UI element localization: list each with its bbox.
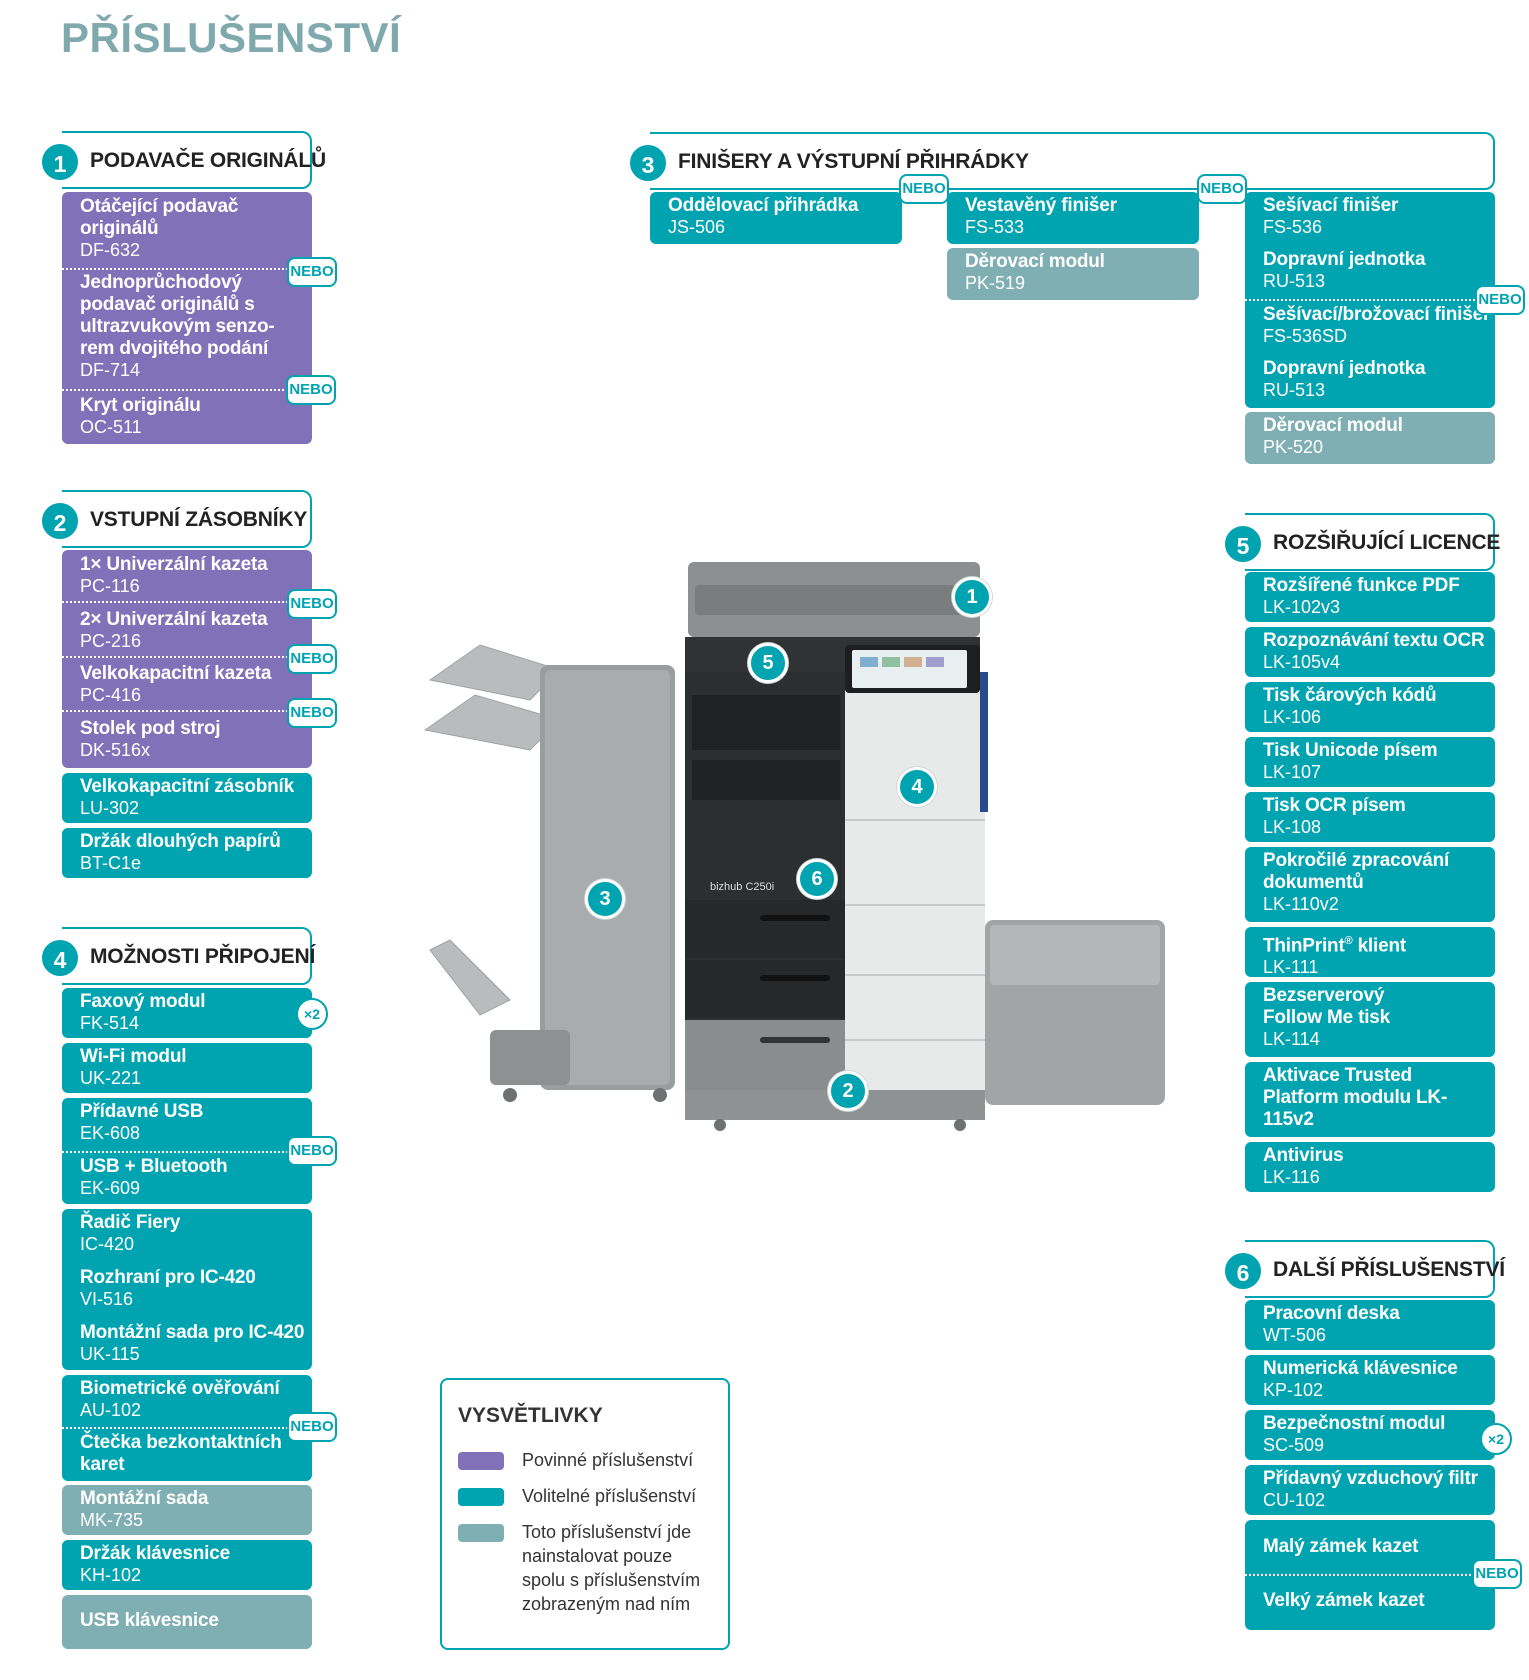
or-badge: NEBO xyxy=(899,174,949,204)
callout-5: 5 xyxy=(748,643,788,683)
section-2-header: 2 VSTUPNÍ ZÁSOBNÍKY xyxy=(40,490,312,548)
callout-4: 4 xyxy=(897,767,937,807)
legend-title: VYSVĚTLIVKY xyxy=(458,1404,603,1427)
callout-1: 1 xyxy=(952,577,992,617)
separator xyxy=(62,268,312,270)
section-5-header: 5 ROZŠIŘUJÍCÍ LICENCE xyxy=(1223,513,1500,571)
section-4-header: 4 MOŽNOSTI PŘIPOJENÍ xyxy=(40,927,316,985)
legend-swatch-mandatory xyxy=(458,1452,504,1470)
callout-6: 6 xyxy=(797,859,837,899)
accessory-item: Kryt originálu OC-511 xyxy=(80,395,201,437)
legend-label: Povinné příslušenství xyxy=(522,1450,694,1470)
or-badge: NEBO xyxy=(287,1136,337,1166)
or-badge: NEBO xyxy=(287,644,337,674)
times-two-badge: ×2 xyxy=(296,998,328,1030)
section-number: 3 xyxy=(628,143,668,183)
separator xyxy=(62,389,312,391)
separator xyxy=(62,1151,312,1153)
usb-keyboard: USB klávesnice xyxy=(62,1595,312,1649)
or-badge: NEBO xyxy=(287,257,337,287)
separator xyxy=(62,710,312,712)
separator xyxy=(1245,299,1495,301)
section-number: 4 xyxy=(40,938,80,978)
callout-2: 2 xyxy=(828,1071,868,1111)
page-title: PŘÍSLUŠENSTVÍ xyxy=(61,14,402,61)
or-badge: NEBO xyxy=(287,698,337,728)
section-title: VSTUPNÍ ZÁSOBNÍKY xyxy=(90,508,308,531)
section-number: 5 xyxy=(1223,524,1263,564)
section-title: PODAVAČE ORIGINÁLŮ xyxy=(90,149,326,172)
section-1-header: 1 PODAVAČE ORIGINÁLŮ xyxy=(40,131,326,189)
times-two-badge: ×2 xyxy=(1480,1423,1512,1455)
section-6-header: 6 DALŠÍ PŘÍSLUŠENSTVÍ xyxy=(1223,1240,1505,1298)
cassette-lock-group: Malý zámek kazet Velký zámek kazet xyxy=(1245,1520,1495,1630)
accessory-item: Otáčející podavač originálů DF-632 xyxy=(80,196,239,260)
separator xyxy=(62,656,312,658)
section-number: 1 xyxy=(40,142,80,182)
separator xyxy=(62,1427,312,1429)
section-title: ROZŠIŘUJÍCÍ LICENCE xyxy=(1273,531,1501,554)
document-feeders-group: Otáčející podavač originálů DF-632 Jedno… xyxy=(62,192,312,444)
separator xyxy=(1245,1574,1495,1576)
legend-label: Toto příslušenství jde nainstalovat pouz… xyxy=(522,1522,701,1614)
section-number: 6 xyxy=(1223,1251,1263,1291)
section-number: 2 xyxy=(40,501,80,541)
legend-label: Volitelné příslušenství xyxy=(522,1486,697,1506)
legend: VYSVĚTLIVKY Povinné příslušenství Volite… xyxy=(440,1378,730,1650)
separator xyxy=(62,601,312,603)
callout-3: 3 xyxy=(585,879,625,919)
section-title: FINIŠERY A VÝSTUPNÍ PŘIHRÁDKY xyxy=(678,150,1029,173)
mfp-illustration: bizhub C250i xyxy=(423,562,1165,1131)
or-badge: NEBO xyxy=(287,589,337,619)
section-title: MOŽNOSTI PŘIPOJENÍ xyxy=(90,945,316,968)
legend-swatch-optional xyxy=(458,1488,504,1506)
license-item: ThinPrint® klient LK-111 xyxy=(1245,927,1495,977)
license-item: Aktivace Trusted Platform modulu LK-115v… xyxy=(1245,1062,1495,1137)
model-label: bizhub C250i xyxy=(710,881,774,893)
or-badge: NEBO xyxy=(1475,285,1525,315)
or-badge: NEBO xyxy=(1197,174,1247,204)
or-badge: NEBO xyxy=(287,1412,337,1442)
or-badge: NEBO xyxy=(1472,1559,1522,1589)
section-3-header: 3 FINIŠERY A VÝSTUPNÍ PŘIHRÁDKY xyxy=(628,132,1495,190)
accessory-item: Jednoprůchodový podavač originálů s ultr… xyxy=(80,272,275,380)
legend-swatch-dependent xyxy=(458,1524,504,1542)
or-badge: NEBO xyxy=(286,375,336,405)
section-title: DALŠÍ PŘÍSLUŠENSTVÍ xyxy=(1273,1258,1505,1281)
